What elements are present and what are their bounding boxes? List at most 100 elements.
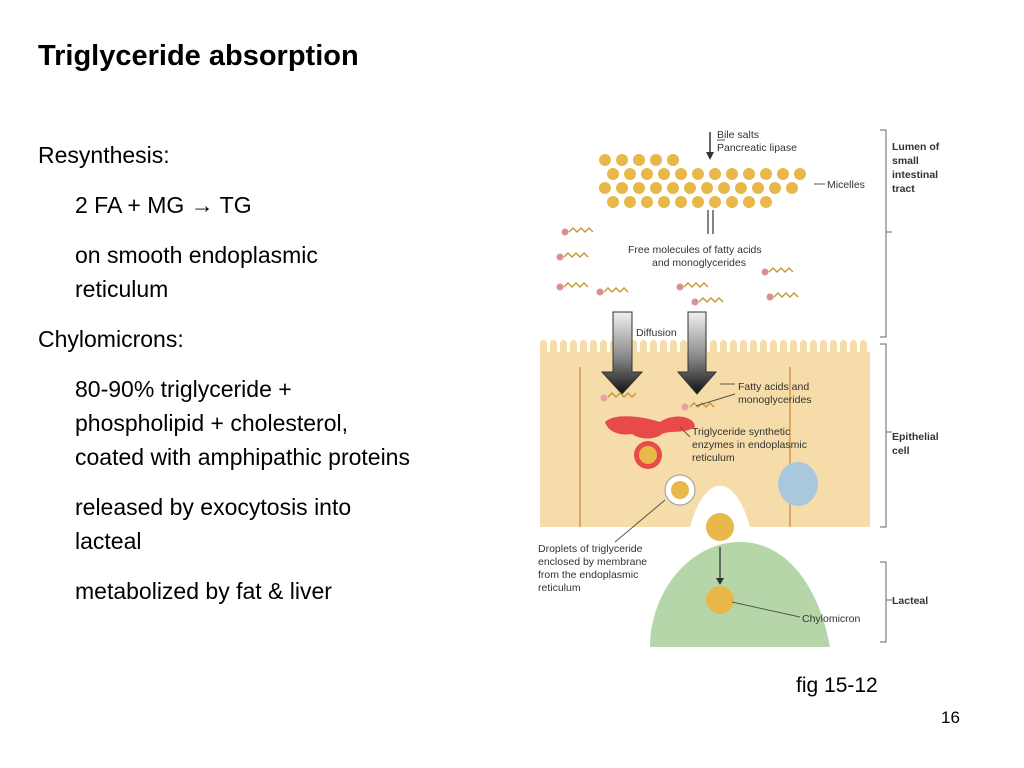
micelle [752, 182, 764, 194]
micelle [760, 196, 772, 208]
fatty-acid-chain [568, 226, 594, 234]
figure-caption: fig 15-12 [796, 674, 878, 697]
label-lacteal: Lacteal [892, 595, 928, 607]
microvillus [650, 340, 657, 362]
microvillus [750, 340, 757, 362]
micelle [726, 168, 738, 180]
microvillus [820, 340, 827, 362]
release-line-1: released by exocytosis into [75, 494, 352, 520]
microvillus [550, 340, 557, 362]
micelle-cluster [599, 154, 806, 208]
microvillus [740, 340, 747, 362]
label-tg-enzymes-3: reticulum [692, 452, 735, 464]
composition-line-2: phospholipid + cholesterol, [75, 410, 348, 436]
microvillus [710, 340, 717, 362]
fatty-acid-chain [603, 286, 629, 294]
chylomicrons-heading: Chylomicrons: [38, 326, 184, 352]
microvillus [640, 340, 647, 362]
micelle [675, 168, 687, 180]
label-free-molecules-2: and monoglycerides [652, 257, 746, 269]
microvillus [760, 340, 767, 362]
label-chylomicron: Chylomicron [802, 613, 861, 625]
composition-line-3: coated with amphipathic proteins [75, 444, 410, 470]
fatty-acid-chain [768, 266, 794, 274]
microvillus [670, 340, 677, 362]
microvillus [730, 340, 737, 362]
micelle [769, 182, 781, 194]
micelle [599, 182, 611, 194]
label-droplets-2: enclosed by membrane [538, 556, 647, 568]
microvillus [810, 340, 817, 362]
micelle [760, 168, 772, 180]
microvillus [800, 340, 807, 362]
micelle [658, 196, 670, 208]
label-epithelial-1: Epithelial [892, 431, 939, 443]
slide-title: Triglyceride absorption [38, 40, 359, 72]
micelle [667, 182, 679, 194]
microvillus [860, 340, 867, 362]
resynthesis-heading: Resynthesis: [38, 142, 170, 168]
chylomicron-particle [706, 586, 734, 614]
micelle [692, 196, 704, 208]
microvilli [540, 340, 867, 362]
fatty-acid-head [556, 283, 564, 291]
microvillus [790, 340, 797, 362]
er-line-2: reticulum [75, 276, 169, 302]
fatty-acid-head [761, 268, 769, 276]
absorption-figure: Bile salts Pancreatic lipase Micelles Fr… [538, 129, 940, 647]
label-epithelial-2: cell [892, 445, 910, 457]
diffusion-arrow-right [676, 311, 718, 395]
micelle [633, 182, 645, 194]
micelle [743, 196, 755, 208]
fatty-acid-chain [563, 251, 589, 259]
microvillus [540, 340, 547, 362]
fatty-acid-chain [773, 291, 799, 299]
microvillus [780, 340, 787, 362]
micelle [667, 154, 679, 166]
micelle [616, 182, 628, 194]
micelle [684, 182, 696, 194]
endoplasmic-reticulum [605, 416, 695, 439]
lacteal-shape [650, 542, 830, 647]
label-lumen-3: intestinal [892, 169, 938, 181]
label-tg-enzymes-1: Triglyceride synthetic [692, 426, 790, 438]
equation-left: 2 FA + MG [75, 192, 185, 218]
micelle [743, 168, 755, 180]
micelle [658, 168, 670, 180]
fatty-acid-head [676, 283, 684, 291]
fatty-acid-chain [683, 281, 709, 289]
fatty-acid-chain [698, 296, 724, 304]
free-fatty-acids [556, 226, 799, 306]
diffusion-arrow-left [600, 311, 644, 395]
composition-line-1: 80-90% triglyceride + [75, 376, 292, 402]
micelle [650, 154, 662, 166]
micelle [718, 182, 730, 194]
fatty-acid-head [556, 253, 564, 261]
er-line-1: on smooth endoplasmic [75, 242, 318, 268]
micelle [709, 196, 721, 208]
release-line-2: lacteal [75, 528, 142, 554]
label-lumen-1: Lumen of [892, 141, 940, 153]
bullet-list: Resynthesis: 2 FA + MG → TG on smooth en… [38, 138, 508, 608]
fatty-acid-head [596, 288, 604, 296]
micelle [607, 168, 619, 180]
micelle [641, 196, 653, 208]
microvillus [590, 340, 597, 362]
micelle [675, 196, 687, 208]
label-bile-salts: Bile salts [717, 129, 759, 141]
microvillus [770, 340, 777, 362]
micelle [624, 196, 636, 208]
page-number: 16 [941, 708, 960, 727]
microvillus [850, 340, 857, 362]
release-bullet: released by exocytosis into lacteal [75, 490, 508, 558]
arrow-icon: → [190, 192, 214, 218]
micelle [735, 182, 747, 194]
microvillus [600, 340, 607, 362]
label-fatty-acids-2: monoglycerides [738, 394, 812, 406]
micelle [624, 168, 636, 180]
label-fatty-acids-1: Fatty acids and [738, 381, 809, 393]
label-lumen-4: tract [892, 183, 915, 195]
label-micelles: Micelles [827, 179, 865, 191]
fatty-acid-head [766, 293, 774, 301]
label-free-molecules-1: Free molecules of fatty acids [628, 244, 762, 256]
